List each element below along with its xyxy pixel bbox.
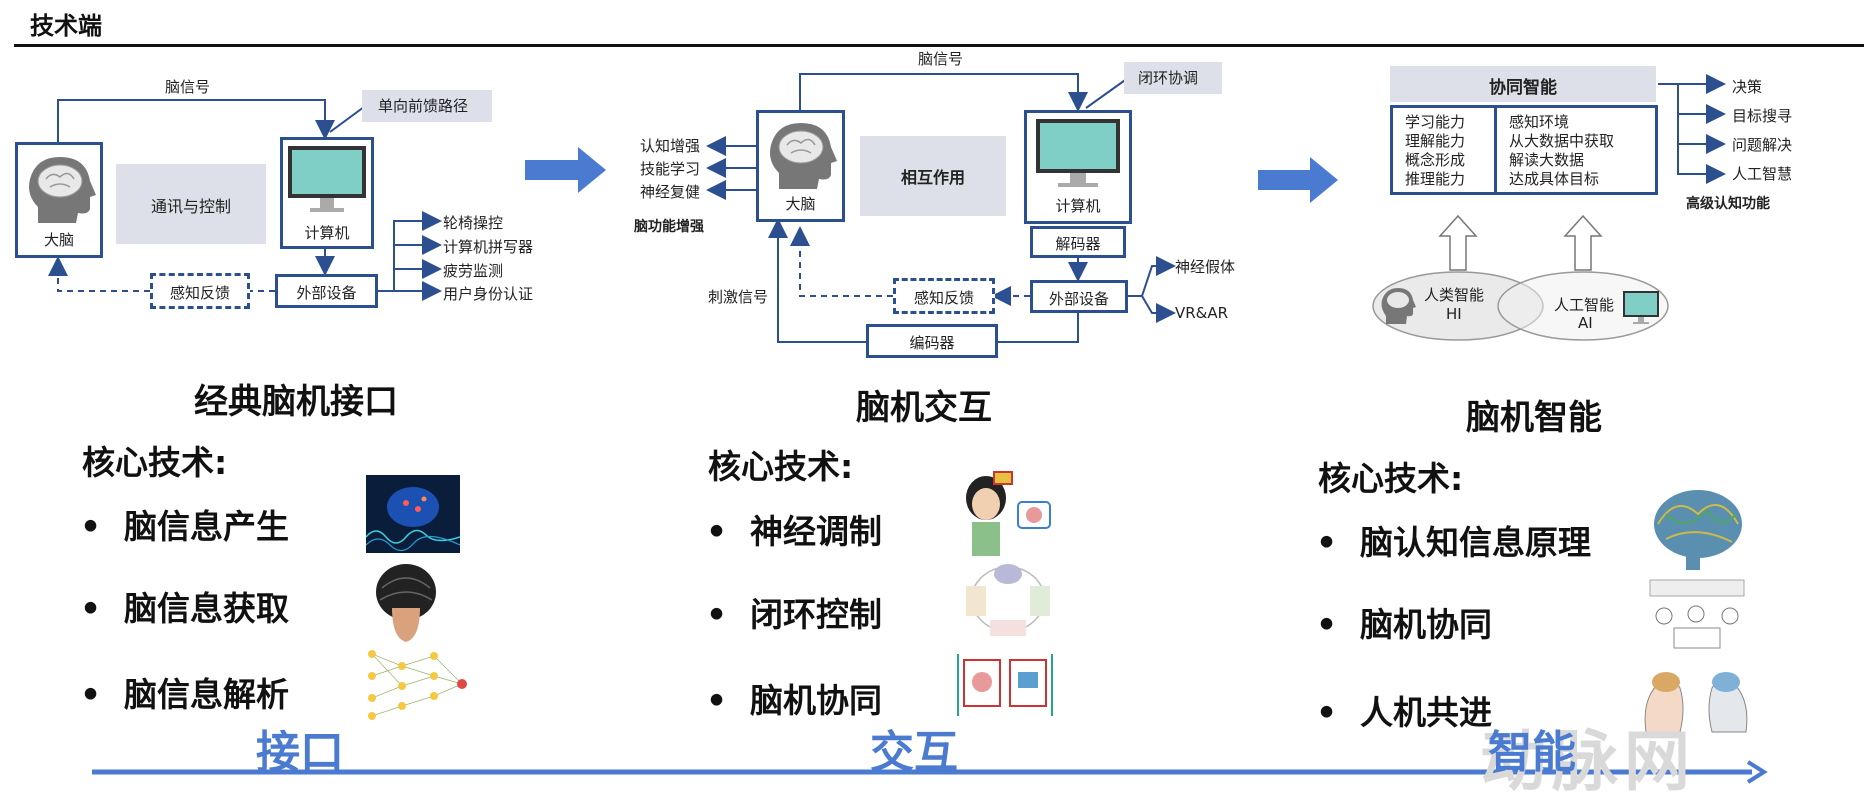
p1-signal-label: 脑信号 [165,78,211,96]
p3-left-4: 推理能力 [1405,170,1466,188]
section-2-item-3: •脑机协同 [706,681,882,720]
p1-computer-label: 计算机 [304,224,350,242]
p1-feedback-label: 感知反馈 [169,284,230,302]
axis-label-interaction: 交互 [870,727,958,778]
p2-closedloop-label: 闭环协调 [1138,69,1199,87]
section-3-title: 脑机智能 [1466,398,1602,438]
p2-output-1: 神经假体 [1175,258,1236,276]
brain-machine-image [954,650,1056,722]
p2-computer-label: 计算机 [1055,197,1101,215]
p2-stimulus-label: 刺激信号 [708,288,769,306]
neural-network-image [362,646,472,722]
human-ai-image [1640,652,1752,734]
brain-head-icon [770,123,837,189]
section-1-item-1: •脑信息产生 [80,507,289,546]
p2-enhance-title: 脑功能增强 [634,219,704,235]
section-2-core: 核心技术: [708,447,854,486]
p2-enhance-2: 技能学习 [640,160,701,178]
section-3-core: 核心技术: [1318,459,1464,498]
section-2-item-1: •神经调制 [706,512,882,551]
p2-feedback-box: 感知反馈 [893,278,995,314]
p3-right-box: 感知环境 从大数据中获取 解读大数据 达成具体目标 [1494,105,1658,195]
p1-app-1: 轮椅操控 [443,214,504,232]
p1-app-3: 疲劳监测 [443,262,504,280]
monitor-icon [1623,291,1659,324]
p2-output-2: VR&AR [1175,304,1229,322]
p3-output-1: 决策 [1732,78,1763,96]
axis-label-intelligence: 智能 [1488,727,1576,778]
p1-device-box: 外部设备 [275,274,378,308]
p2-brain-label: 大脑 [785,195,816,213]
watermark: 动脉网 [1480,723,1696,800]
section-2-title: 脑机交互 [856,388,992,428]
section-3-item-1: •脑认知信息原理 [1316,523,1591,562]
p3-left-3: 概念形成 [1405,151,1466,169]
p3-left-1: 学习能力 [1405,113,1466,131]
p2-brain-box: 大脑 [756,110,845,222]
p3-title-box [1390,66,1656,102]
p2-device-label: 外部设备 [1048,290,1109,308]
p2-interaction-box [860,136,1006,216]
section-2-item-2: •闭环控制 [706,595,882,634]
p3-title: 协同智能 [1489,78,1557,98]
p1-feedback-box: 感知反馈 [150,273,250,309]
p3-right-3: 解读大数据 [1509,151,1585,169]
neuromodulation-image [956,468,1056,558]
p2-device-box: 外部设备 [1030,280,1128,313]
p1-brain-label: 大脑 [43,231,74,249]
header-title: 技术端 [30,12,102,40]
p3-hi-label: HI [1446,305,1462,323]
section-1-item-3: •脑信息解析 [80,675,289,714]
p2-signal-label: 脑信号 [918,50,964,68]
axis-label-interface: 接口 [256,727,344,778]
section-3-item-2: •脑机协同 [1316,605,1492,644]
p2-decoder-label: 解码器 [1055,235,1101,253]
p1-app-4: 用户身份认证 [443,285,534,303]
p2-enhance-1: 认知增强 [640,137,701,155]
section-1-core: 核心技术: [82,443,228,482]
p3-left-box: 学习能力 理解能力 概念形成 推理能力 [1390,105,1498,195]
brain-connectome-image [1646,484,1750,572]
p3-ai-name: 人工智能 [1554,296,1615,314]
p1-app-2: 计算机拼写器 [443,238,534,256]
section-1-item-2: •脑信息获取 [80,589,289,628]
p1-control-box [116,164,266,244]
p3-right-4: 达成具体目标 [1509,170,1600,188]
header-divider [14,44,1864,47]
eeg-cap-image [362,558,450,644]
collaboration-sketch-image [1644,576,1750,652]
brain-glow-image [366,475,460,553]
p3-hi-name: 人类智能 [1424,286,1485,304]
p2-encoder-box: 编码器 [866,324,998,358]
p1-device-label: 外部设备 [296,284,357,302]
section-3-item-3: •人机共进 [1316,693,1492,732]
section-1-title: 经典脑机接口 [194,382,398,422]
p2-decoder-box: 解码器 [1030,226,1126,258]
p2-feedback-label: 感知反馈 [913,289,974,307]
p3-right-2: 从大数据中获取 [1509,132,1615,150]
p3-ai-label: AI [1578,314,1593,332]
p2-computer-box: 计算机 [1024,110,1132,224]
closed-loop-image [960,556,1056,642]
p1-feedforward-label: 单向前馈路径 [378,97,469,115]
p3-right-1: 感知环境 [1509,113,1570,131]
p2-closedloop-box [1124,62,1222,94]
p2-interaction-label: 相互作用 [900,168,965,187]
p1-feedforward-box [362,90,492,122]
p3-output-3: 问题解决 [1732,136,1793,154]
p3-output-2: 目标搜寻 [1732,107,1793,125]
brain-head-icon [1381,288,1416,324]
p2-enhance-3: 神经复健 [640,183,701,201]
p1-computer-box: 计算机 [280,137,374,249]
brain-head-icon [29,157,96,223]
p2-encoder-label: 编码器 [909,334,955,352]
p3-output-4: 人工智慧 [1732,165,1793,183]
p1-brain-box: 大脑 [15,142,103,258]
monitor-icon [288,146,366,212]
p3-outputs-title: 高级认知功能 [1686,196,1770,212]
p1-control-label: 通讯与控制 [150,197,231,216]
monitor-icon [1036,119,1120,187]
p3-left-2: 理解能力 [1405,132,1466,150]
